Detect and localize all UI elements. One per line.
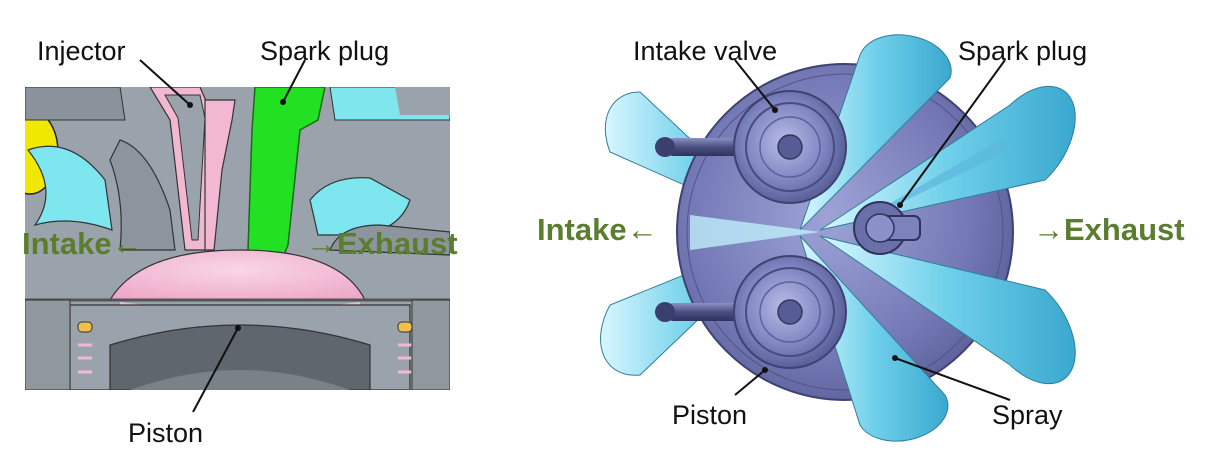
- spark-plug-label-left: Spark plug: [260, 36, 390, 66]
- piston-leader-left: [192, 327, 239, 413]
- piston-leader-right: [734, 369, 766, 396]
- spray-plume: [799, 34, 952, 231]
- spark-plug-leader-left: [282, 59, 306, 103]
- combustion-chamber: [108, 249, 366, 301]
- injector-label: Injector: [37, 36, 126, 66]
- top-view: [600, 34, 1076, 442]
- piston-label-right: Piston: [672, 400, 748, 430]
- intake-direction-label-right: Intake←: [537, 212, 658, 247]
- intake-valve-leader: [734, 59, 776, 111]
- spark-plug-label-right: Spark plug: [958, 36, 1088, 66]
- spray-plume: [819, 235, 1076, 385]
- exhaust-direction-label-right: →Exhaust: [1033, 212, 1185, 247]
- exhaust-direction-label-left: →Exhaust: [306, 226, 458, 261]
- cross-section-view: [25, 87, 450, 390]
- intake-water-jacket: [27, 145, 113, 231]
- intake-valve-bottom: [655, 255, 847, 369]
- spark-plug-leader-right: [899, 59, 1006, 206]
- spray-label: Spray: [992, 400, 1063, 430]
- intake-direction-label-left: Intake←: [22, 226, 143, 261]
- spray-plume: [819, 85, 1076, 231]
- intake-valve-top: [655, 90, 847, 204]
- spark-plug-top: [853, 201, 921, 255]
- piston-label-left: Piston: [128, 418, 204, 448]
- spray-leader: [894, 357, 1011, 401]
- injector-leader: [139, 59, 191, 106]
- intake-valve-label: Intake valve: [633, 36, 778, 66]
